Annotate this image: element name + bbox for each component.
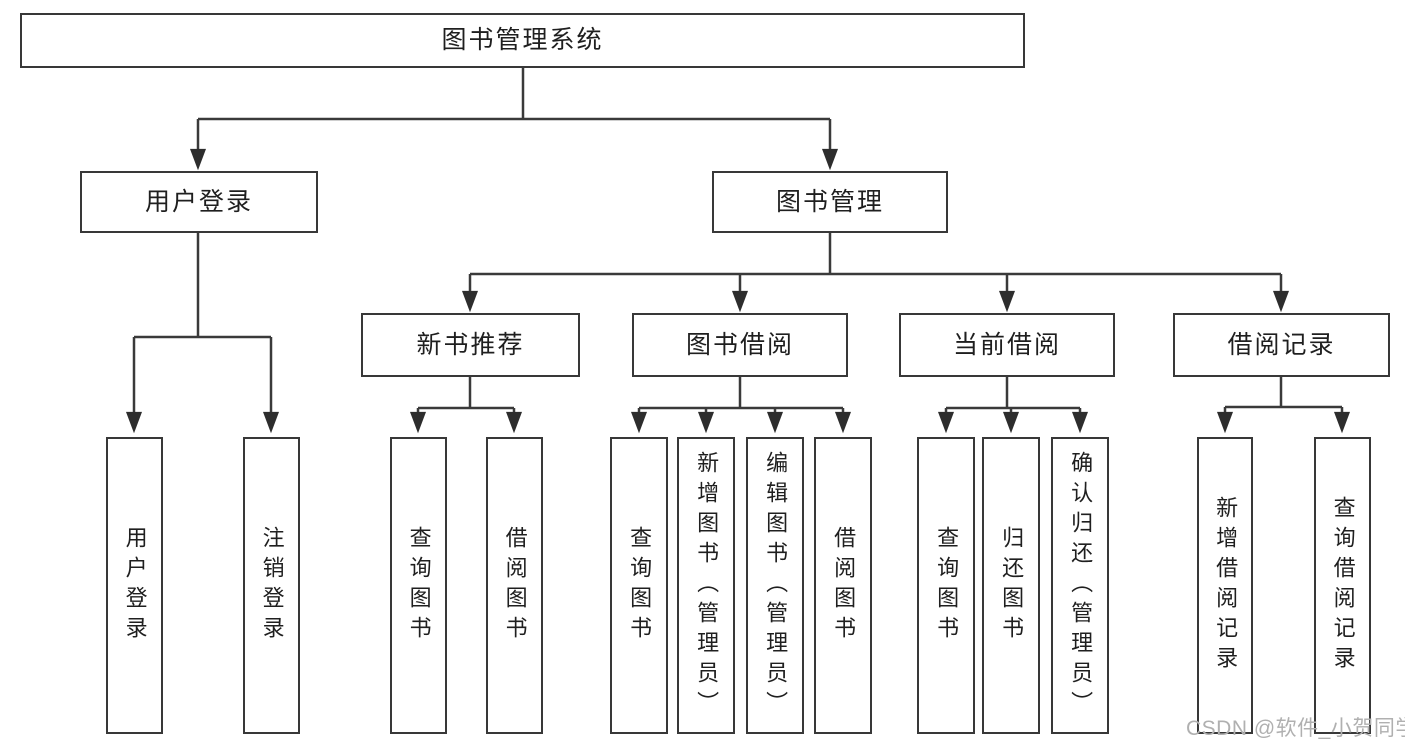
node-new-book-recommend-label: 新书推荐 [416,330,525,359]
node-book-management: 图书管理 [712,171,948,233]
leaf-edit-book-admin-label: 编辑图书（管理员） [763,450,789,721]
leaf-query-books-2-label: 查询图书 [627,525,653,646]
leaf-confirm-return-admin: 确认归还（管理员） [1051,437,1109,734]
node-root: 图书管理系统 [20,13,1025,68]
leaf-add-borrow-record: 新增借阅记录 [1197,437,1253,734]
leaf-logout-label: 注销登录 [259,525,285,646]
leaf-query-books-3: 查询图书 [917,437,975,734]
leaf-return-book-label: 归还图书 [999,525,1025,646]
leaf-query-borrow-record-label: 查询借阅记录 [1330,495,1356,676]
node-user-login-label: 用户登录 [144,187,253,216]
leaf-add-book-admin: 新增图书（管理员） [677,437,735,734]
leaf-query-books-1-label: 查询图书 [406,525,432,646]
leaf-logout: 注销登录 [243,437,300,734]
node-book-borrow-label: 图书借阅 [685,330,794,359]
node-borrow-records: 借阅记录 [1173,313,1390,377]
node-current-borrow: 当前借阅 [899,313,1115,377]
node-current-borrow-label: 当前借阅 [952,330,1061,359]
leaf-query-books-1: 查询图书 [390,437,447,734]
node-user-login: 用户登录 [80,171,318,233]
elbow-lines [134,68,1342,410]
leaf-query-borrow-record: 查询借阅记录 [1314,437,1371,734]
node-borrow-records-label: 借阅记录 [1227,330,1336,359]
node-book-management-label: 图书管理 [775,187,884,216]
leaf-borrow-books-1: 借阅图书 [486,437,543,734]
leaf-borrow-books-1-label: 借阅图书 [502,525,528,646]
leaf-borrow-books-2-label: 借阅图书 [831,525,857,646]
node-root-label: 图书管理系统 [441,26,604,54]
leaf-user-login: 用户登录 [106,437,163,734]
leaf-query-books-2: 查询图书 [610,437,668,734]
leaf-confirm-return-admin-label: 确认归还（管理员） [1068,450,1094,721]
leaf-return-book: 归还图书 [982,437,1040,734]
node-new-book-recommend: 新书推荐 [361,313,580,377]
leaf-query-books-3-label: 查询图书 [934,525,960,646]
leaf-borrow-books-2: 借阅图书 [814,437,872,734]
leaf-edit-book-admin: 编辑图书（管理员） [746,437,804,734]
leaf-add-borrow-record-label: 新增借阅记录 [1213,495,1239,676]
node-book-borrow: 图书借阅 [632,313,848,377]
csdn-watermark: CSDN @软件_小贺同学 [1186,717,1405,740]
leaf-user-login-label: 用户登录 [122,525,148,646]
leaf-add-book-admin-label: 新增图书（管理员） [694,450,720,721]
